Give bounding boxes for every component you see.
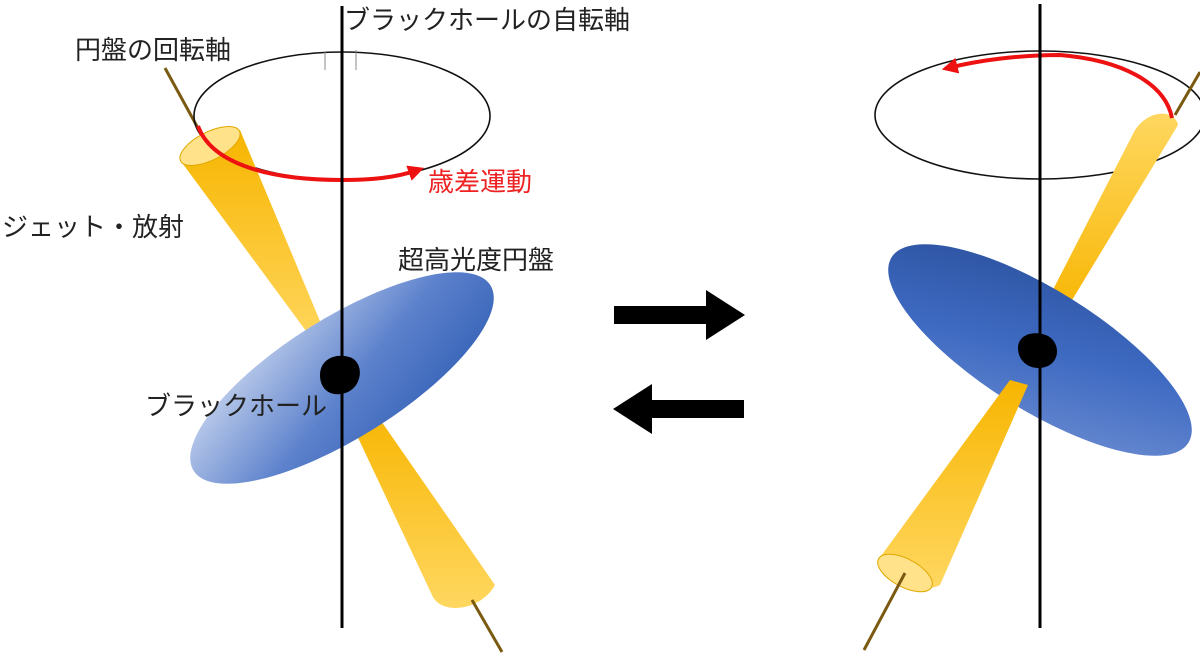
right-upper-jet [1040,113,1178,320]
precession-arrow [196,125,425,183]
right-arrow-icon [614,290,745,340]
label-jet-radiation: ジェット・放射 [2,213,185,243]
right-system [862,4,1200,651]
upper-jet [180,130,330,350]
label-super-luminous-disk: 超高光度円盤 [398,246,555,276]
right-disk-axis-lower [862,572,907,651]
label-disk-rotation-axis: 円盤の回転軸 [75,36,232,66]
label-precession: 歳差運動 [428,168,533,198]
right-disk-axis-upper [1173,71,1200,116]
left-black-hole [320,355,360,395]
label-black-hole: ブラックホール [145,392,328,422]
right-precession-arrow [941,52,1174,119]
left-system [163,6,504,653]
disk-rotation-axis-lower [470,599,504,653]
left-arrow-icon [613,384,744,434]
right-lower-jet [878,380,1028,589]
lower-jet [345,405,495,608]
transition-arrows [613,290,745,434]
label-bh-spin-axis: ブラックホールの自転軸 [344,6,631,36]
right-black-hole [1018,333,1057,368]
